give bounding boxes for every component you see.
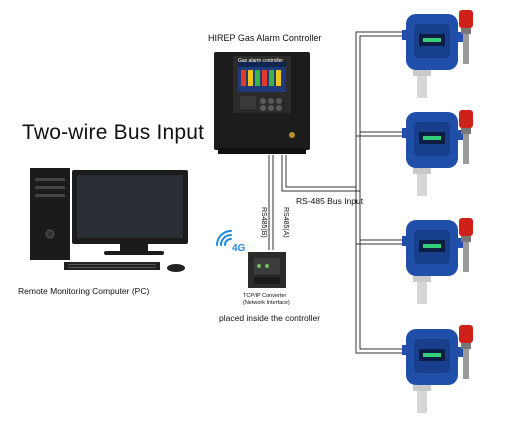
pc-keyboard [64, 262, 160, 270]
rs485-a-label: RS485(A) [282, 207, 289, 238]
bus-wiring [268, 31, 402, 354]
detector-2 [402, 110, 473, 196]
converter-note: placed inside the controller [219, 313, 321, 323]
controller-title: HIREP Gas Alarm Controller [208, 33, 322, 43]
rs485-b-label: RS485(B) [260, 207, 267, 238]
wifi-icon [216, 230, 232, 246]
wireless-badge: 4G [232, 243, 246, 254]
converter-label: TCP/IP Converter [243, 293, 287, 299]
tcp-ip-converter [248, 252, 286, 288]
pc-tower [30, 168, 70, 260]
detector-1 [402, 10, 473, 98]
bus-input-label: RS-485 Bus Input [296, 196, 364, 206]
computer-caption: Remote Monitoring Computer (PC) [18, 286, 150, 296]
detector-4 [402, 325, 473, 413]
pc-mouse [167, 264, 185, 272]
controller-lock-icon [289, 132, 295, 138]
monitoring-computer [30, 168, 188, 272]
converter-sublabel: (Network Interface) [243, 300, 290, 306]
alarm-controller [214, 52, 310, 154]
diagram-headline: Two-wire Bus Input [22, 121, 205, 144]
controller-screen-bars [241, 70, 281, 86]
detector-3 [402, 218, 473, 304]
controller-screen-title: Gas alarm controller [238, 58, 284, 64]
